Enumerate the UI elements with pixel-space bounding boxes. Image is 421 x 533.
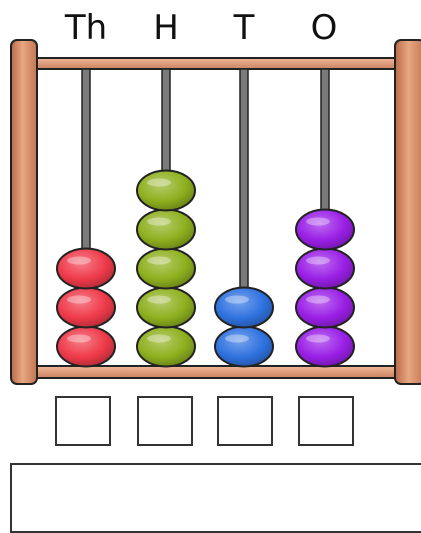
bead-highlight <box>67 257 91 265</box>
bead-highlight <box>306 335 330 343</box>
answer-box-ones[interactable] <box>298 396 354 446</box>
answer-box-hundreds[interactable] <box>137 396 193 446</box>
abacus-right-post <box>395 40 421 384</box>
bead-thousands[interactable] <box>57 249 115 289</box>
bead-hundreds[interactable] <box>137 171 195 211</box>
bead-hundreds[interactable] <box>137 249 195 289</box>
bead-thousands[interactable] <box>57 327 115 367</box>
bead-ones[interactable] <box>296 327 354 367</box>
bead-highlight <box>147 335 171 343</box>
bead-hundreds[interactable] <box>137 288 195 328</box>
bead-highlight <box>306 218 330 226</box>
bead-ones[interactable] <box>296 249 354 289</box>
bead-hundreds[interactable] <box>137 327 195 367</box>
answer-box-tens[interactable] <box>217 396 273 446</box>
bead-ones[interactable] <box>296 210 354 250</box>
bead-highlight <box>147 179 171 187</box>
bead-hundreds[interactable] <box>137 210 195 250</box>
bead-highlight <box>306 296 330 304</box>
bead-highlight <box>225 335 249 343</box>
bead-highlight <box>67 335 91 343</box>
bead-highlight <box>147 218 171 226</box>
bead-highlight <box>147 257 171 265</box>
abacus-left-post <box>11 40 37 384</box>
bead-ones[interactable] <box>296 288 354 328</box>
bead-highlight <box>225 296 249 304</box>
abacus-bottom-bar <box>22 366 402 378</box>
bead-highlight <box>147 296 171 304</box>
abacus-top-bar <box>22 58 402 69</box>
answer-box-thousands[interactable] <box>55 396 111 446</box>
bead-highlight <box>67 296 91 304</box>
bead-tens[interactable] <box>215 288 273 328</box>
number-answer-field[interactable] <box>10 463 421 533</box>
bead-highlight <box>306 257 330 265</box>
abacus <box>0 0 421 395</box>
bead-tens[interactable] <box>215 327 273 367</box>
bead-thousands[interactable] <box>57 288 115 328</box>
